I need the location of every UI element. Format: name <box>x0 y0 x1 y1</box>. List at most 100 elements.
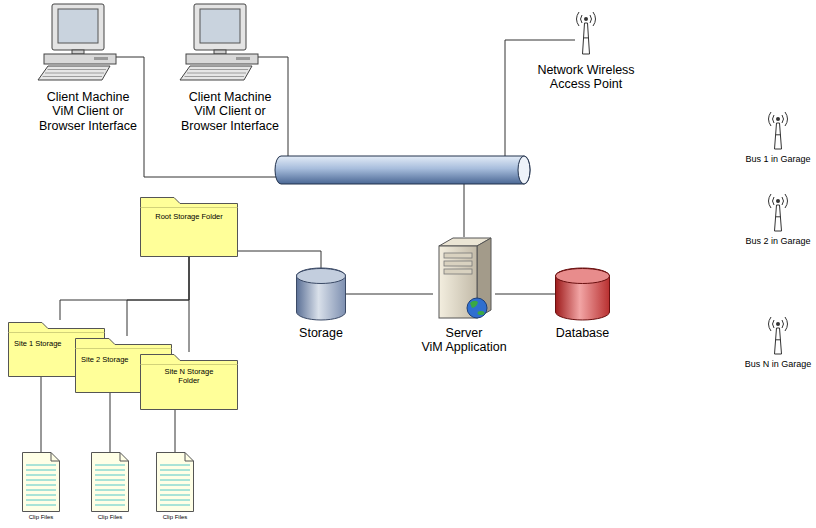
file-line <box>26 475 56 476</box>
drive-bay <box>444 269 472 274</box>
node-label: Storage <box>281 326 361 340</box>
antenna-tip <box>776 322 780 326</box>
file-line <box>95 500 125 501</box>
folder-flap <box>141 207 238 208</box>
key-row <box>185 76 245 77</box>
folder-label-block: Site 2 Storage <box>81 356 141 365</box>
signal-wave <box>782 320 784 328</box>
folder-label-block: Site N Storage Folder <box>159 368 219 385</box>
drive-bay <box>444 261 472 266</box>
file-line <box>26 500 56 501</box>
monitor-case <box>194 4 246 50</box>
label-block: Database <box>543 326 623 340</box>
node-label: Site 2 Storage <box>81 356 141 365</box>
bus-antenna: Bus N in Garage <box>766 315 790 355</box>
folder-label-block: Site 1 Storage <box>14 340 76 349</box>
file-line <box>160 480 190 481</box>
clip-file-icon <box>22 452 60 512</box>
file-fold <box>185 453 194 462</box>
drive-slot <box>236 57 250 60</box>
connector-line <box>495 294 555 295</box>
antenna-tip <box>584 17 588 21</box>
client-machine-icon <box>38 2 138 82</box>
signal-wave <box>577 12 580 26</box>
folder-label-block: Root Storage Folder <box>144 213 234 222</box>
desktop-case <box>186 54 258 64</box>
antenna-mast <box>775 123 782 149</box>
cylinder-top <box>556 269 610 284</box>
label-block: Client Machine ViM Client or Browser Int… <box>36 90 140 133</box>
keyboard <box>38 66 110 80</box>
mast-band <box>584 37 589 38</box>
file-page <box>157 453 194 512</box>
connector-line <box>175 410 176 452</box>
signal-wave <box>593 12 596 26</box>
wireless-access-point: Network Wireless Access Point <box>573 10 599 55</box>
node-label: Bus 2 in Garage <box>743 236 813 246</box>
folder-shape <box>141 198 238 257</box>
file-line <box>26 465 56 466</box>
bus-antenna-icon <box>766 110 790 150</box>
monitor-screen <box>200 9 240 43</box>
signal-wave <box>590 15 592 23</box>
key-row <box>48 69 107 70</box>
monitor-case <box>52 4 104 50</box>
signal-wave <box>782 115 784 123</box>
file-line <box>26 495 56 496</box>
signal-wave <box>785 194 788 208</box>
network-wire <box>505 40 575 157</box>
node-label: Clip Files <box>90 514 130 521</box>
connector-line <box>127 257 189 336</box>
connector-line <box>60 257 189 320</box>
signal-wave <box>773 115 775 123</box>
key-row <box>45 73 104 74</box>
client-machine: Client Machine ViM Client or Browser Int… <box>38 2 138 82</box>
client-machine: Client Machine ViM Client or Browser Int… <box>180 2 280 82</box>
file-line <box>160 485 190 486</box>
signal-wave <box>785 317 788 331</box>
file-line <box>160 465 190 466</box>
client-machine-icon <box>180 2 280 82</box>
clip-file: Clip Files <box>91 452 129 512</box>
node-label: Clip Files <box>155 514 195 521</box>
mast-band <box>776 216 781 217</box>
signal-wave <box>782 197 784 205</box>
file-fold <box>51 453 60 462</box>
node-label: Site 1 Storage <box>14 340 76 349</box>
file-line <box>26 470 56 471</box>
node-label: Site N Storage Folder <box>159 368 219 385</box>
connector-line <box>238 251 321 268</box>
storage-folder: Root Storage Folder <box>140 195 238 257</box>
file-line <box>160 470 190 471</box>
file-line <box>95 490 125 491</box>
label-block: Bus 2 in Garage <box>743 236 813 246</box>
server-tower-icon <box>433 236 495 320</box>
drive-slot <box>94 57 108 60</box>
signal-wave <box>769 317 772 331</box>
node-label: Client Machine ViM Client or Browser Int… <box>36 90 140 133</box>
file-line <box>95 505 125 506</box>
file-page <box>92 453 129 512</box>
label-block: Clip Files <box>155 514 195 521</box>
label-block: Storage <box>281 326 361 340</box>
antenna-tip <box>776 117 780 121</box>
network-bus <box>275 156 530 184</box>
connector-line <box>41 377 42 452</box>
file-line <box>95 485 125 486</box>
file-line <box>160 505 190 506</box>
node-label: Server <box>409 326 519 340</box>
label-block: Clip Files <box>90 514 130 521</box>
file-line <box>26 485 56 486</box>
globe <box>467 298 487 318</box>
file-line <box>26 490 56 491</box>
cylinder-body <box>297 268 346 320</box>
database-cylinder: Database <box>555 268 610 320</box>
storage-cylinder-icon <box>296 268 346 320</box>
clip-file: Clip Files <box>156 452 194 512</box>
signal-wave <box>769 112 772 126</box>
node-label: Database <box>543 326 623 340</box>
